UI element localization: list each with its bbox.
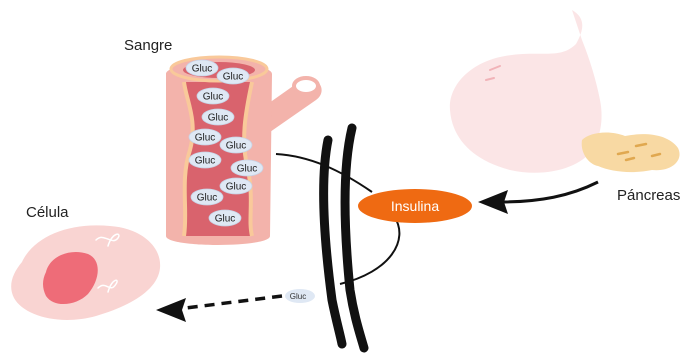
glucose-label: Gluc [197,193,218,204]
vessel-branch-opening [294,78,318,94]
glucose-label: Gluc [203,92,224,103]
transported-glucose-label: Gluc [290,292,306,301]
glucose-label: Gluc [195,156,216,167]
glucose-label: Gluc [237,164,258,175]
glucose-to-cell-arrow [186,296,282,308]
glucose-label: Gluc [208,113,229,124]
cell-label: Célula [26,204,69,221]
arrowhead-cell [156,298,186,322]
glucose-label: Gluc [215,214,236,225]
arrowhead-insulin [478,190,508,214]
insulin-label: Insulina [391,198,439,214]
glucose-label: Gluc [226,141,247,152]
glucose-label: Gluc [226,182,247,193]
membrane-strand-right [345,128,364,348]
pancreas-label: Páncreas [617,187,680,204]
pancreas-shape [582,133,680,173]
stomach-shape [450,10,602,173]
pancreas-to-insulin-arrow [500,182,598,202]
membrane-strand-left [324,140,342,344]
blood-label: Sangre [124,37,172,54]
glucose-label: Gluc [195,133,216,144]
glucose-label: Gluc [223,72,244,83]
glucose-label: Gluc [192,64,213,75]
